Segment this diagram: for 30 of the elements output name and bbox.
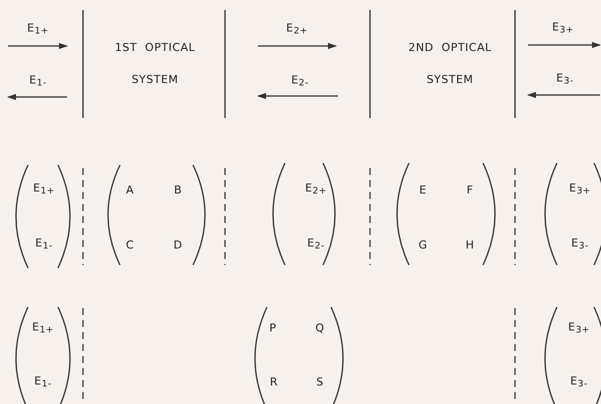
system-label: 2ND OPTICAL SYSTEM [407,40,493,88]
field-label: E$_{2-}$ [291,74,309,90]
field-label: E$_{1+}$ [27,22,49,38]
field-label: E$_{1-}$ [34,374,52,392]
field-label: E$_{3-}$ [570,374,588,392]
matrix-element: H [466,238,474,252]
matrix-element: E [419,184,427,196]
matrix-element: G [418,238,428,252]
field-label: E$_{3+}$ [552,20,574,38]
matrix-element: F [466,184,474,196]
matrix-element: S [316,376,324,388]
field-label: E$_{3-}$ [571,236,589,254]
field-label: E$_{3-}$ [556,72,574,88]
matrix-element: C [126,238,134,252]
matrix-element: P [269,322,277,334]
field-label: E$_{1+}$ [33,182,55,198]
field-label: E$_{1+}$ [32,320,54,338]
field-label: E$_{3+}$ [568,320,590,338]
field-label: E$_{1-}$ [35,236,53,254]
matrix-element: R [270,376,278,388]
matrix-element: B [174,184,182,196]
field-label: E$_{2+}$ [286,22,308,38]
field-label: E$_{1-}$ [29,74,47,90]
matrix-element: A [126,184,134,196]
matrix-element: D [174,238,182,252]
field-label: E$_{2-}$ [307,236,325,254]
matrix-element: Q [315,322,325,334]
field-label: E$_{2+}$ [305,182,327,198]
system-label: 1ST OPTICAL SYSTEM [114,40,196,88]
field-label: E$_{3+}$ [569,182,591,198]
